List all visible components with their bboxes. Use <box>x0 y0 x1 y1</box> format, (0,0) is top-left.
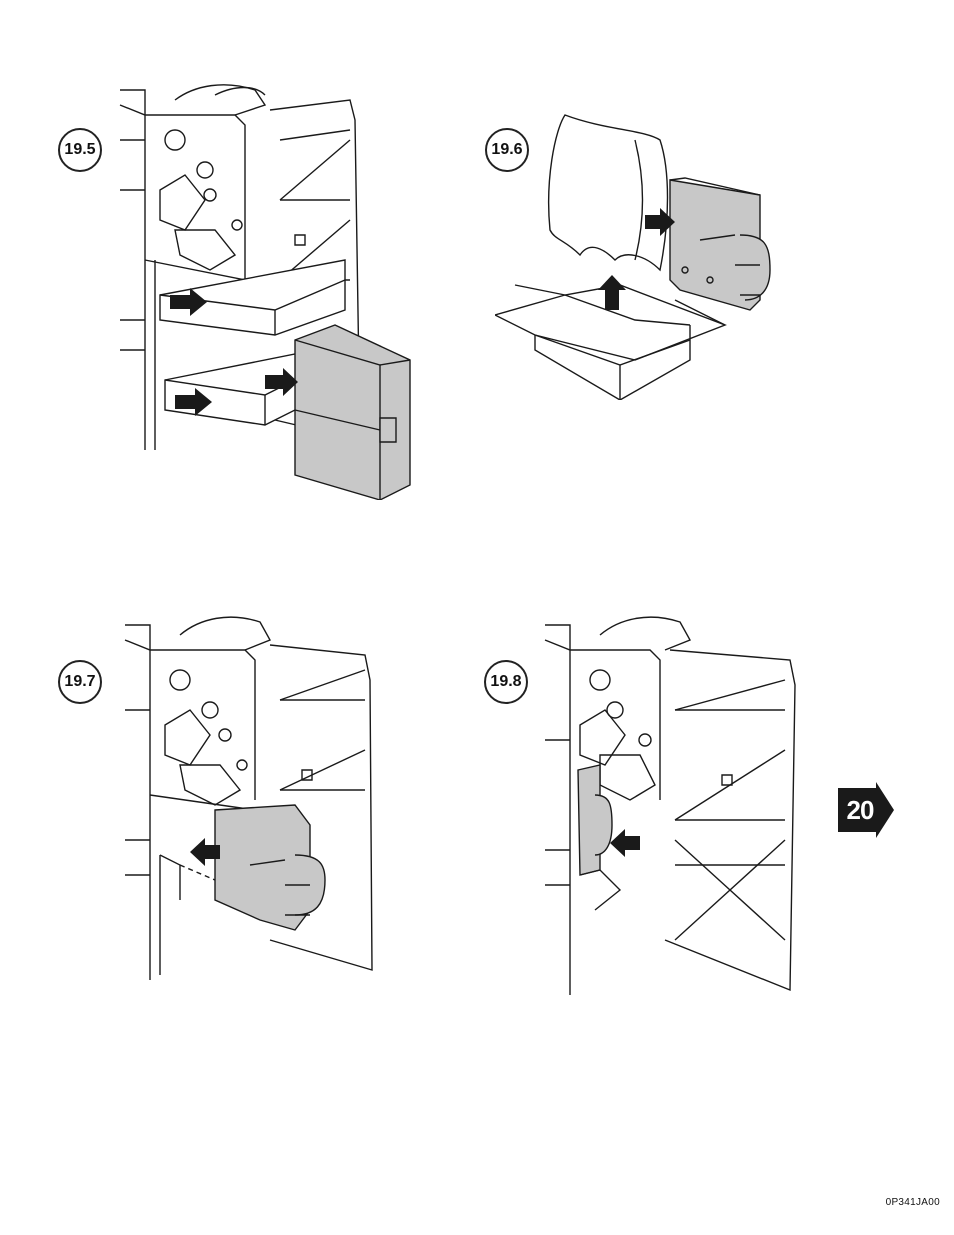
step-label-19-8: 19.8 <box>484 660 528 704</box>
illustration-unpack-stapler <box>495 110 785 400</box>
illustration-stapler-installed <box>540 610 800 1000</box>
step-label-19-5: 19.5 <box>58 128 102 172</box>
next-step-number: 20 <box>840 788 880 832</box>
illustration-insert-stapler <box>120 610 380 990</box>
illustration-remove-packing <box>115 80 415 500</box>
step-number: 19.8 <box>490 673 521 691</box>
document-code: 0P341JA00 <box>886 1197 940 1208</box>
step-label-19-7: 19.7 <box>58 660 102 704</box>
step-number: 19.5 <box>64 141 95 159</box>
step-number: 19.7 <box>64 673 95 691</box>
